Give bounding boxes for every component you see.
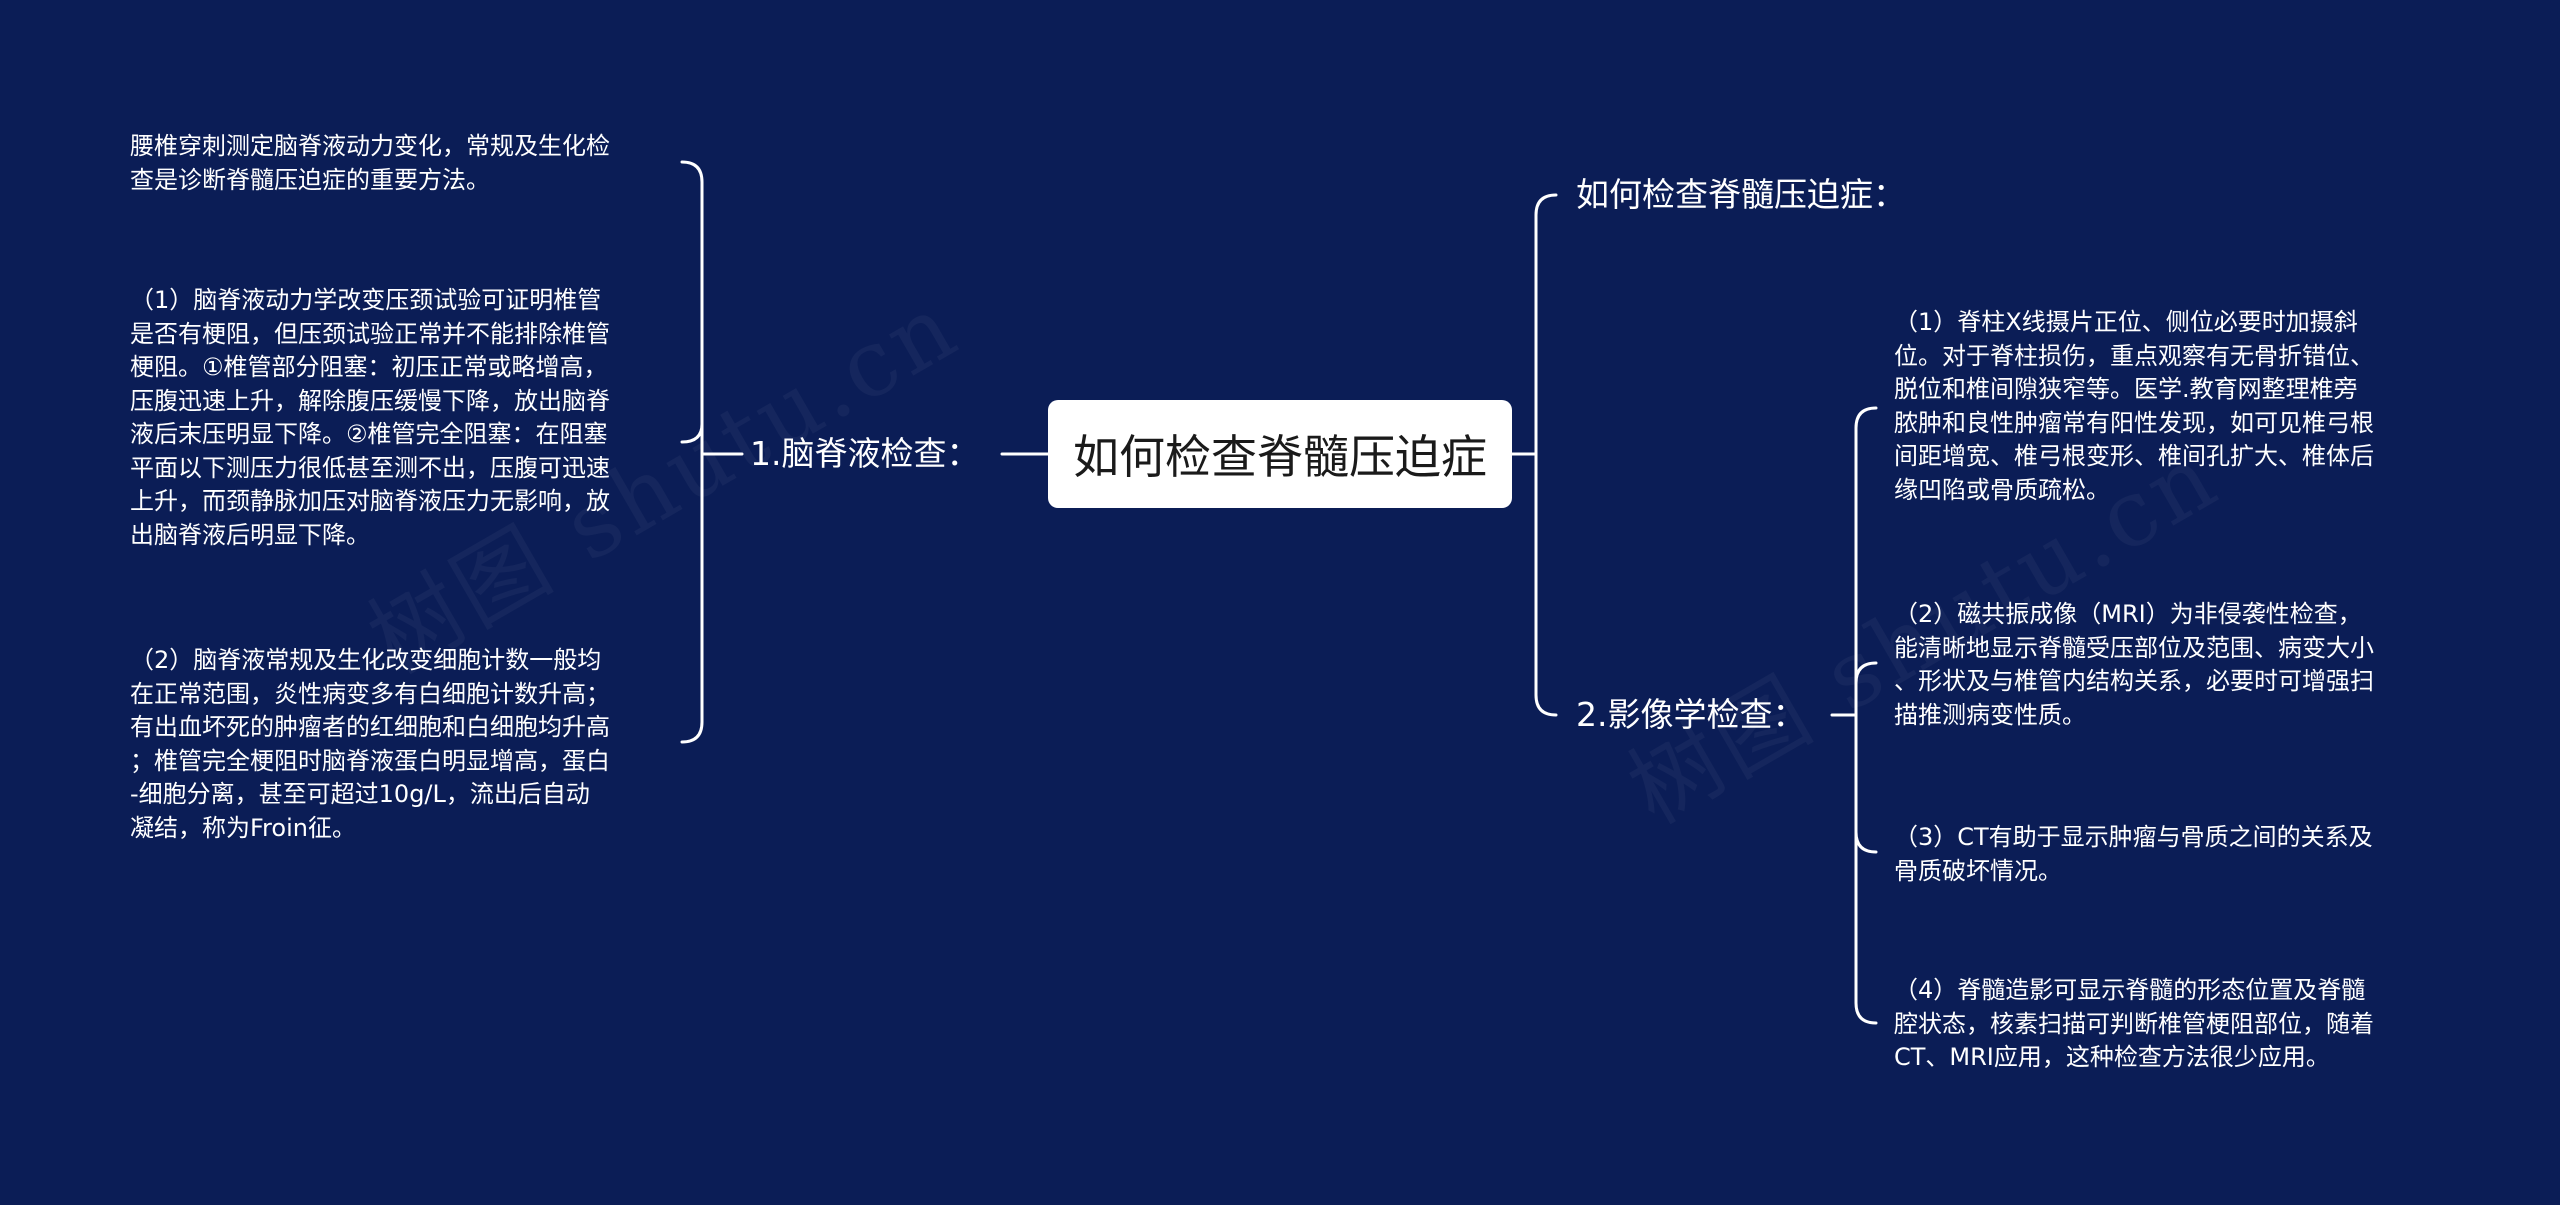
bracket-right-leaves [1854, 406, 1878, 1025]
bracket-right-top [1534, 193, 1558, 717]
branch-how-to-exam: 如何检查脊髓压迫症： [1576, 175, 1906, 214]
tick-right-leaf-2 [1854, 661, 1878, 685]
branch-imaging-exam: 2.影像学检查： [1576, 695, 1806, 734]
tick-left-leaf-1 [680, 422, 704, 444]
branch-csf-exam: 1.脑脊液检查： [750, 434, 980, 473]
leaf-csf-dynamics: （1）脑脊液动力学改变压颈试验可证明椎管 是否有梗阻，但压颈试验正常并不能排除椎… [130, 286, 610, 549]
leaf-xray: （1）脊柱X线摄片正位、侧位必要时加摄斜 位。对于脊柱损伤，重点观察有无骨折错位… [1894, 308, 2374, 504]
root-label: 如何检查脊髓压迫症 [1073, 430, 1487, 484]
leaf-myelography: （4）脊髓造影可显示脊髓的形态位置及脊髓 腔状态，核素扫描可判断椎管梗阻部位，随… [1894, 976, 2374, 1071]
leaf-ct: （3）CT有助于显示肿瘤与骨质之间的关系及 骨质破坏情况。 [1894, 823, 2373, 885]
bracket-left [680, 160, 704, 744]
leaf-lumbar-puncture: 腰椎穿刺测定脑脊液动力变化，常规及生化检 查是诊断脊髓压迫症的重要方法。 [130, 132, 610, 194]
leaf-mri: （2）磁共振成像（MRI）为非侵袭性检查， 能清晰地显示脊髓受压部位及范围、病变… [1894, 600, 2374, 729]
tick-right-leaf-3 [1854, 830, 1878, 854]
root-node: 如何检查脊髓压迫症 [1048, 400, 1512, 508]
leaf-csf-biochem: （2）脑脊液常规及生化改变细胞计数一般均 在正常范围，炎性病变多有白细胞计数升高… [130, 646, 610, 842]
